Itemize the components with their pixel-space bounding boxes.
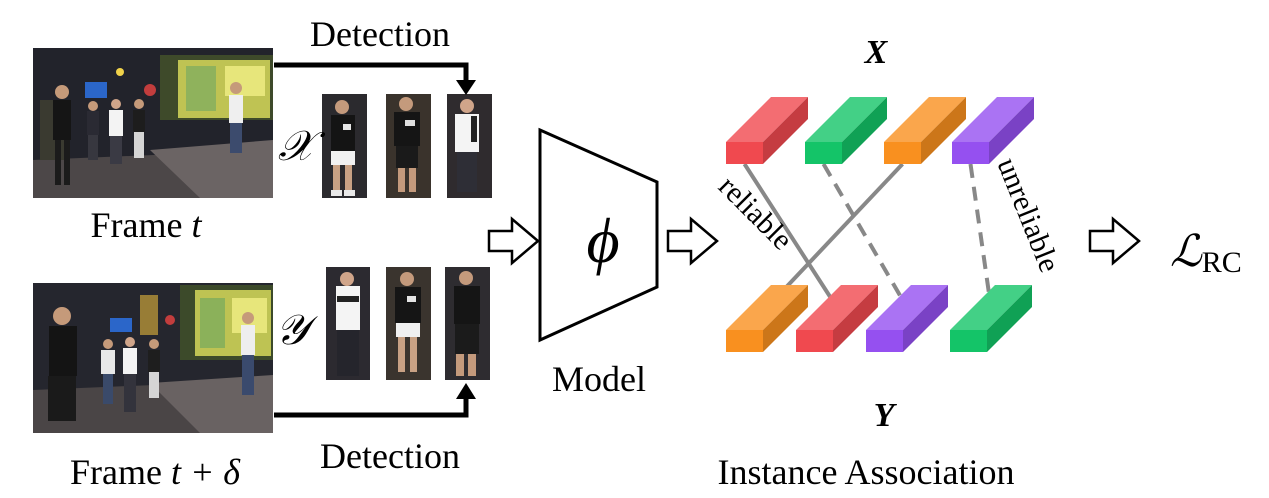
feature-x-1-red [726,97,808,164]
feature-y-2-red [796,285,878,352]
feature-x-4-purple [952,97,1034,164]
association-line-dashed-4 [968,163,993,308]
frame-t-variable: t [191,205,202,245]
detection-label-top: Detection [310,14,450,54]
association-line-solid-1 [742,162,839,309]
flow-arrow-out-of-model [666,216,719,266]
feature-row-y [726,285,1032,352]
detection-crop-y-1 [326,267,370,380]
detection-crop-x-1 [322,94,367,198]
frame-t-delta-expr: t + δ [171,452,241,492]
association-lines [742,162,993,309]
flow-arrow-into-model [487,216,540,266]
association-line-dashed-3 [821,162,909,309]
set-x-symbol: 𝒳 [278,124,326,170]
loss-label: ℒRC [1170,227,1242,279]
detection-label-bottom: Detection [320,436,460,476]
frame-t-caption: Frame t [91,205,203,245]
y-bold-label: Y [874,397,898,434]
association-line-solid-2 [765,162,904,309]
model-trapezoid [538,127,659,343]
feature-y-1-orange [726,285,808,352]
feature-x-3-orange [884,97,966,164]
x-bold-label: X [864,34,889,71]
set-y-symbol: 𝒴 [276,308,319,354]
unreliable-label: unreliable [991,153,1067,277]
feature-row-x [726,97,1034,164]
detection-arrow-top [274,62,476,95]
flow-arrow-into-loss [1088,216,1141,266]
detection-crop-y-2 [386,267,431,380]
detection-crop-x-3 [447,94,492,198]
frame-t-image [33,48,273,198]
model-label: Model [552,359,646,399]
loss-subscript: RC [1202,246,1242,279]
loss-symbol: ℒ [1170,227,1203,276]
frame-t-delta-caption: Frame t + δ [70,452,241,492]
feature-x-2-green [805,97,887,164]
phi-symbol: ϕ [586,205,619,276]
feature-y-3-purple [866,285,948,352]
detection-crop-x-2 [386,94,431,198]
frame-t-delta-image [33,283,273,433]
frame-t-delta-word: Frame [70,452,162,492]
instance-association-caption: Instance Association [718,452,1015,492]
feature-y-4-green [950,285,1032,352]
detection-crop-y-3 [445,267,490,380]
frame-t-word: Frame [91,205,183,245]
detection-arrow-bottom [274,383,476,418]
